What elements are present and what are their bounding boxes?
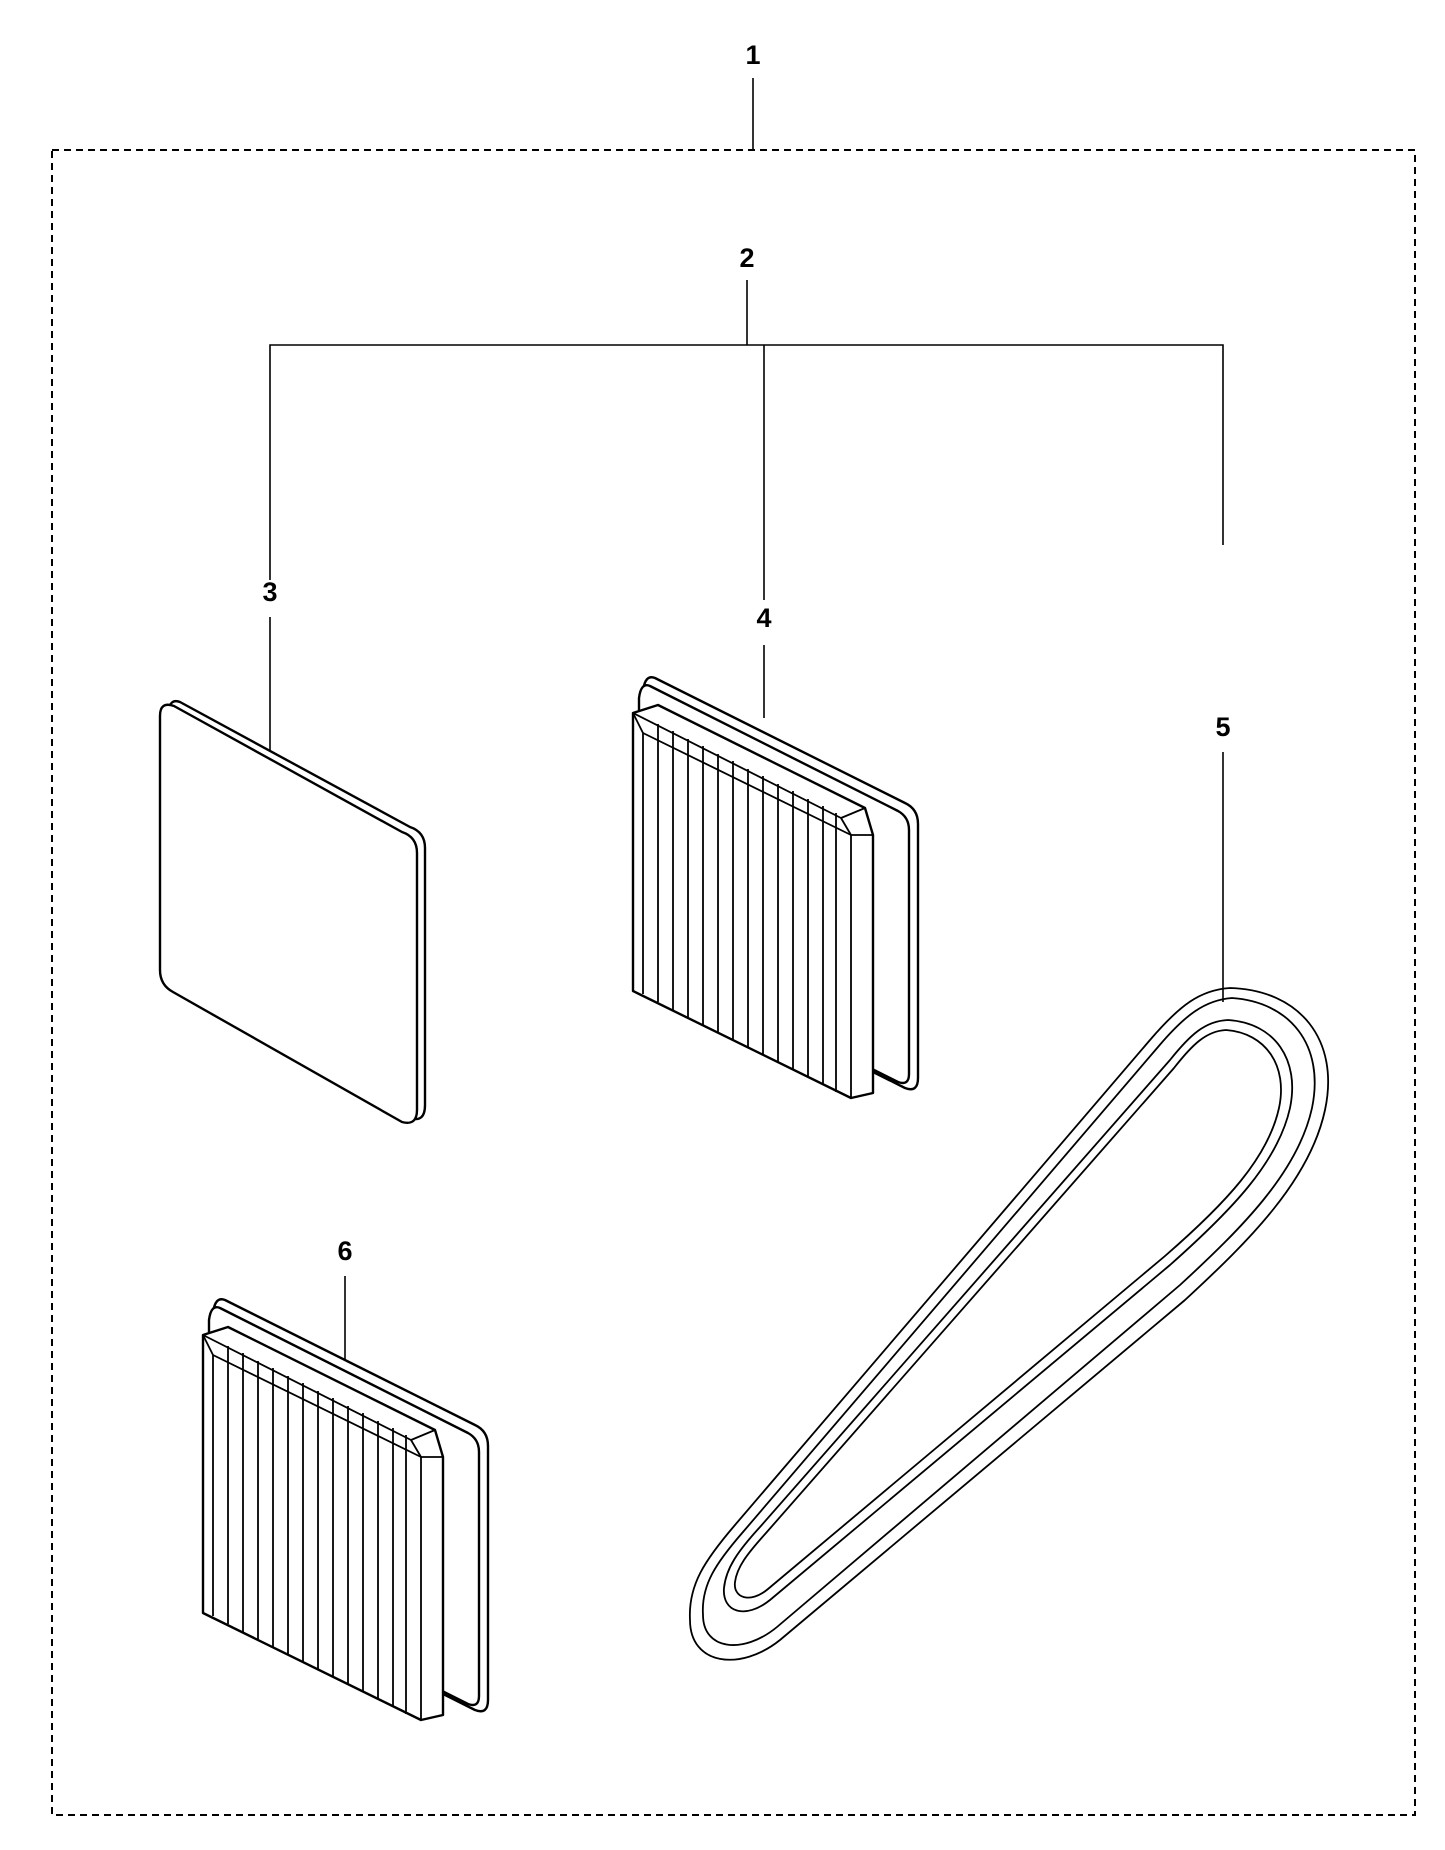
callout-5[interactable]: 5 <box>1215 712 1230 742</box>
callout-6[interactable]: 6 <box>337 1236 352 1266</box>
callout-1[interactable]: 1 <box>745 40 760 70</box>
air-filter-part <box>631 676 920 1100</box>
pre-filter-part <box>158 699 427 1124</box>
callout-4[interactable]: 4 <box>756 603 771 633</box>
kit-boundary <box>51 149 1416 1816</box>
bracket-2 <box>269 344 1224 580</box>
callout-2[interactable]: 2 <box>739 243 754 273</box>
drive-belt-part <box>689 987 1330 1661</box>
air-filter-2-part <box>201 1298 490 1722</box>
callout-3[interactable]: 3 <box>262 577 277 607</box>
